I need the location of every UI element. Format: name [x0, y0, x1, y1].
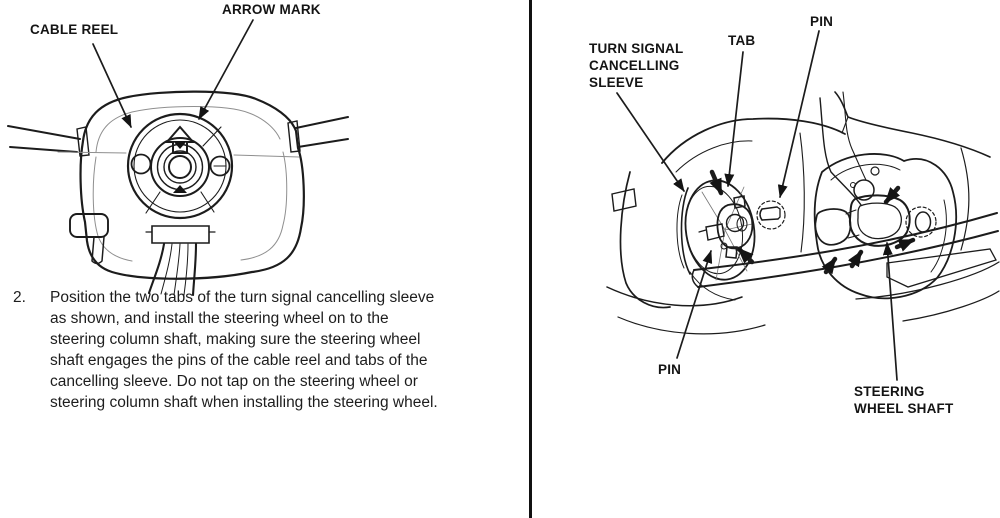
wheel-hub — [813, 153, 957, 300]
cable-reel-diagram — [7, 19, 349, 297]
lower-cover-panel — [855, 248, 1000, 322]
panel-divider — [529, 0, 532, 518]
step-2-instruction: 2. Position the two tabs of the turn sig… — [13, 287, 438, 413]
left-leader-arrows — [92, 19, 254, 128]
sleeve-tab-bottom — [725, 246, 738, 259]
step-number: 2. — [13, 289, 26, 306]
pin-bottom-label: PIN — [658, 362, 682, 377]
cancelling-sleeve — [698, 195, 754, 259]
cable-reel-label: CABLE REEL — [30, 22, 119, 37]
arrow-mark-leader — [198, 19, 254, 120]
ribbon-cable — [147, 242, 198, 297]
steering-wheel-install-diagram — [606, 30, 1000, 381]
arrow-mark-label: ARROW MARK — [222, 2, 321, 17]
sleeve-leader — [616, 92, 685, 192]
reel-pin — [756, 200, 786, 230]
arrow-mark-glyph — [164, 125, 196, 154]
cable-reel-leader — [92, 43, 132, 128]
cable-reel-face — [126, 112, 234, 244]
turn-signal-cancelling-sleeve-label: TURN SIGNAL CANCELLING SLEEVE — [589, 41, 684, 90]
sleeve-tab-top — [733, 195, 746, 209]
steering-wheel-shaft-label: STEERING WHEEL SHAFT — [854, 384, 954, 416]
pin-top-label: PIN — [810, 14, 834, 29]
tab-leader — [724, 51, 744, 187]
housing-inner-contour — [57, 106, 300, 262]
install-direction-band — [691, 212, 999, 288]
column-cowl-outlines — [606, 117, 846, 335]
step-text: Position the two tabs of the turn signal… — [50, 289, 438, 411]
shaft-opening-inner — [857, 202, 902, 240]
column-housing-outline — [79, 90, 305, 280]
tab-label: TAB — [728, 33, 756, 48]
shaft-leader — [882, 242, 898, 381]
pin-top-leader — [777, 30, 820, 198]
tilt-lever — [69, 213, 109, 265]
pin-bottom-leader — [676, 250, 713, 359]
wheel-rim-spokes — [819, 91, 991, 251]
right-leader-arrows — [616, 30, 898, 381]
engagement-arrows — [709, 169, 916, 275]
